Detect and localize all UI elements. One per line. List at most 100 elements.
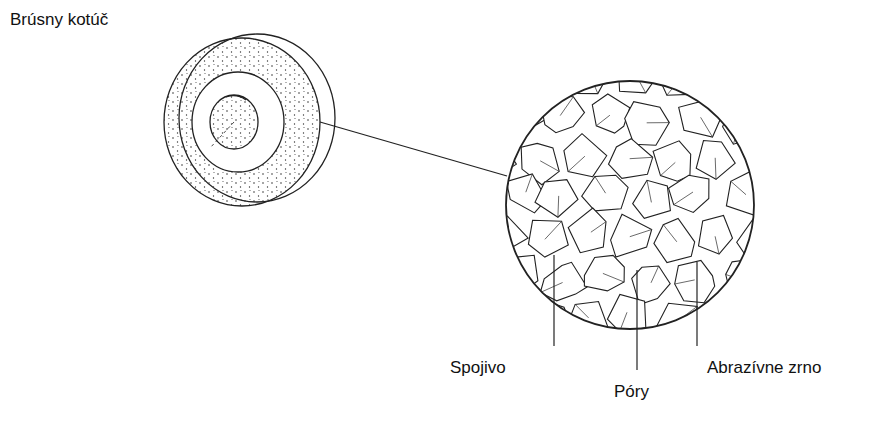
abrasive-grain: [568, 208, 606, 253]
grain-facet: [661, 162, 676, 175]
grain-facet: [647, 180, 651, 202]
grain-facet: [603, 273, 624, 282]
abrasive-grain: [523, 56, 558, 101]
abrasive-grain: [480, 58, 517, 100]
zoom-line: [320, 122, 507, 176]
wheel-title: Brúsny kotúč: [8, 10, 110, 30]
leader-line: [553, 255, 554, 346]
abrasive-grain: [769, 171, 802, 215]
abrasive-grain: [540, 262, 587, 301]
abrasive-grain: [584, 255, 624, 291]
abrasive-grain: [737, 215, 776, 257]
bond-ground: [506, 81, 754, 329]
grain-facet: [540, 79, 558, 80]
abrasive-grain: [609, 139, 653, 179]
grain-facet: [675, 280, 695, 284]
abrasive-grain: [675, 260, 715, 302]
grain-facet: [590, 75, 597, 93]
abrasive-grain: [535, 180, 578, 218]
abrasive-grain: [767, 96, 804, 135]
abrasive-grain: [618, 61, 658, 93]
leader-line: [696, 262, 697, 346]
grain-facet: [764, 267, 785, 275]
leader-lines: [554, 255, 697, 370]
abrasive-grain: [654, 219, 695, 263]
part-label: Póry: [612, 382, 651, 402]
grain-facet: [715, 158, 717, 180]
wheel-front-face: [164, 38, 320, 206]
grain-facet: [526, 174, 533, 192]
grain-facet: [701, 117, 713, 137]
grain-facet: [540, 161, 559, 172]
grain-facet: [651, 266, 659, 283]
grain-facet: [715, 236, 719, 254]
grain-facet: [575, 304, 588, 318]
grain-facet: [591, 222, 606, 233]
grain-facet: [500, 294, 501, 314]
grain-facet: [731, 181, 746, 194]
abrasive-grain: [764, 252, 807, 293]
abrasive-grain: [607, 295, 645, 332]
wheel-flange: [192, 72, 284, 172]
grain-facet: [725, 66, 741, 82]
grain-facet: [545, 221, 562, 239]
wheel-hole: [210, 95, 258, 149]
grain-facet: [560, 97, 573, 116]
grain-facet: [758, 138, 765, 153]
grain-facet: [540, 283, 562, 293]
grain-facet: [630, 230, 652, 237]
grain-facet: [630, 157, 653, 158]
part-label: Abrazívne zrno: [705, 358, 823, 378]
grain-facet: [756, 215, 758, 240]
abrasive-grain: [699, 216, 733, 255]
grain-facet: [647, 122, 670, 123]
grinding-wheel: [164, 34, 335, 206]
abrasive-grain: [633, 180, 671, 218]
abrasive-grain: [723, 104, 762, 144]
magnified-circle: [506, 81, 754, 329]
grain-facet: [519, 273, 520, 295]
abrasive-grain: [529, 303, 573, 344]
abrasive-grain: [592, 94, 630, 133]
abrasive-grain: [726, 172, 768, 215]
grain-facet: [568, 156, 585, 171]
grain-facet: [505, 233, 508, 250]
hole-edge: [226, 96, 246, 100]
abrasive-grain: [611, 214, 652, 257]
grain-facet: [757, 319, 781, 323]
abrasive-grain: [669, 175, 709, 212]
abrasive-grain: [564, 134, 607, 177]
abrasive-grain: [528, 220, 568, 257]
abrasive-grain: [568, 302, 608, 340]
grain-facet: [494, 149, 507, 161]
abrasive-grain: [737, 297, 782, 337]
abrasive-grain: [653, 141, 691, 181]
abrasive-grain: [696, 141, 735, 180]
axis-line: [210, 122, 234, 148]
grain-facet: [595, 177, 606, 194]
abrasive-grain: [726, 259, 769, 304]
abrasive-grain: [706, 63, 743, 98]
grain-facet: [516, 114, 524, 136]
grain-facet: [529, 308, 550, 321]
grain-facet: [767, 103, 787, 116]
grain-facet: [596, 115, 610, 126]
grain-facet: [674, 192, 693, 205]
grain-facet: [488, 62, 500, 78]
abrasive-grain: [582, 175, 628, 211]
grain-structure: [479, 51, 807, 344]
abrasive-grain: [482, 294, 519, 334]
abrasive-grain: [505, 99, 545, 137]
abrasive-grain: [496, 255, 538, 294]
grain-facet: [663, 225, 677, 242]
abrasive-grain: [696, 298, 736, 339]
grain-facet: [785, 171, 786, 193]
abrasive-grain: [659, 58, 701, 95]
grain-facet: [557, 196, 559, 217]
abrasive-grain: [679, 100, 723, 137]
grain-facet: [696, 317, 718, 319]
part-label: Spojivo: [448, 358, 508, 378]
leader-line: [636, 270, 637, 370]
grain-facet: [637, 78, 645, 93]
